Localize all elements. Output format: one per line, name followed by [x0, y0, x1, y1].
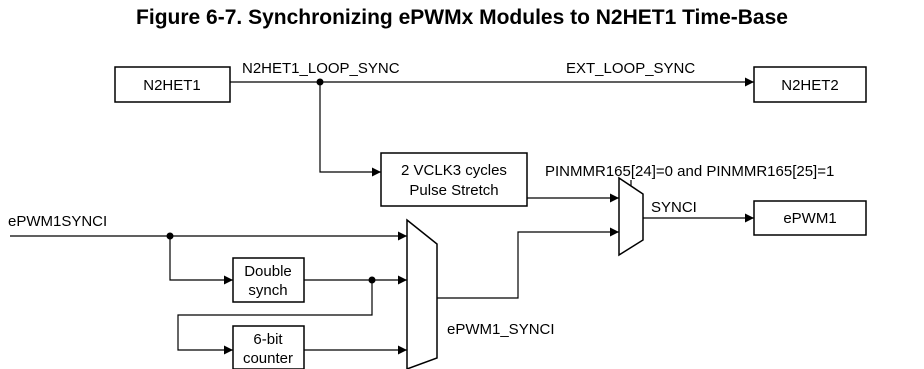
block-pulse-stretch-line2: Pulse Stretch — [409, 182, 498, 199]
wire-to-double-synch — [169, 236, 233, 285]
figure-title: Figure 6-7. Synchronizing ePWMx Modules … — [136, 6, 788, 29]
block-double-synch-line1: Double — [244, 263, 292, 280]
junction-dot — [166, 232, 174, 240]
signal-epwm1-synci: ePWM1_SYNCI — [447, 321, 555, 338]
block-double-synch — [232, 257, 305, 303]
signal-epwm1synci-input: ePWM1SYNCI — [8, 213, 107, 230]
signal-pinmmr-select: PINMMR165[24]=0 and PINMMR165[25]=1 — [545, 163, 834, 180]
junction-dot — [316, 78, 324, 86]
block-double-synch-line2: synch — [248, 282, 287, 299]
block-n2het2 — [753, 66, 867, 103]
block-n2het1 — [114, 66, 231, 103]
block-6bit-counter-line2: counter — [243, 350, 293, 367]
block-pulse-stretch-line1: 2 VCLK3 cycles — [401, 162, 507, 179]
block-epwm1 — [753, 200, 867, 236]
junction-dot — [368, 276, 376, 284]
block-pulse-stretch — [380, 152, 528, 207]
wire-to-pulse-stretch — [319, 82, 381, 177]
block-6bit-counter-line1: 6-bit — [253, 331, 283, 348]
signal-n2het1-loop-sync: N2HET1_LOOP_SYNC — [242, 60, 400, 77]
mux-synci — [618, 176, 644, 257]
signal-synci: SYNCI — [651, 199, 697, 216]
block-n2het2-label: N2HET2 — [781, 77, 839, 94]
wire-mux1-to-mux2 — [437, 227, 619, 299]
block-6bit-counter — [232, 325, 305, 369]
block-epwm1-label: ePWM1 — [783, 210, 836, 227]
block-n2het1-label: N2HET1 — [143, 77, 201, 94]
mux-epwm1-synci — [406, 218, 438, 369]
wire-to-counter — [177, 280, 373, 355]
signal-ext-loop-sync: EXT_LOOP_SYNC — [566, 60, 695, 77]
